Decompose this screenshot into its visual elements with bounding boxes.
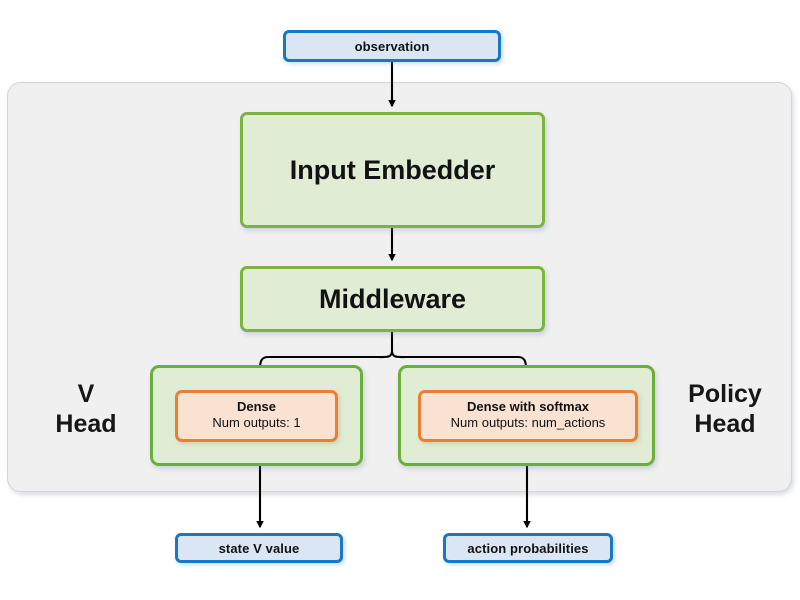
node-state-v-value[interactable]: state V value	[175, 533, 343, 563]
node-observation[interactable]: observation	[283, 30, 501, 62]
policy-head-caption: Policy Head	[688, 380, 762, 438]
node-action-probabilities-label: action probabilities	[467, 540, 589, 556]
node-middleware-label: Middleware	[318, 283, 467, 314]
node-action-probabilities[interactable]: action probabilities	[443, 533, 613, 563]
node-dense-softmax-title: Dense with softmax	[466, 399, 590, 415]
node-observation-label: observation	[354, 38, 430, 54]
node-input-embedder-label: Input Embedder	[289, 154, 496, 185]
node-dense-softmax-subtitle: Num outputs: num_actions	[450, 415, 606, 431]
node-input-embedder[interactable]: Input Embedder	[240, 112, 545, 228]
node-dense-subtitle: Num outputs: 1	[212, 415, 301, 431]
node-dense-title: Dense	[236, 399, 277, 415]
v-head-caption: V Head	[55, 380, 117, 438]
node-middleware[interactable]: Middleware	[240, 266, 545, 332]
node-dense[interactable]: Dense Num outputs: 1	[175, 390, 338, 442]
node-state-v-value-label: state V value	[218, 540, 300, 556]
node-dense-softmax[interactable]: Dense with softmax Num outputs: num_acti…	[418, 390, 638, 442]
